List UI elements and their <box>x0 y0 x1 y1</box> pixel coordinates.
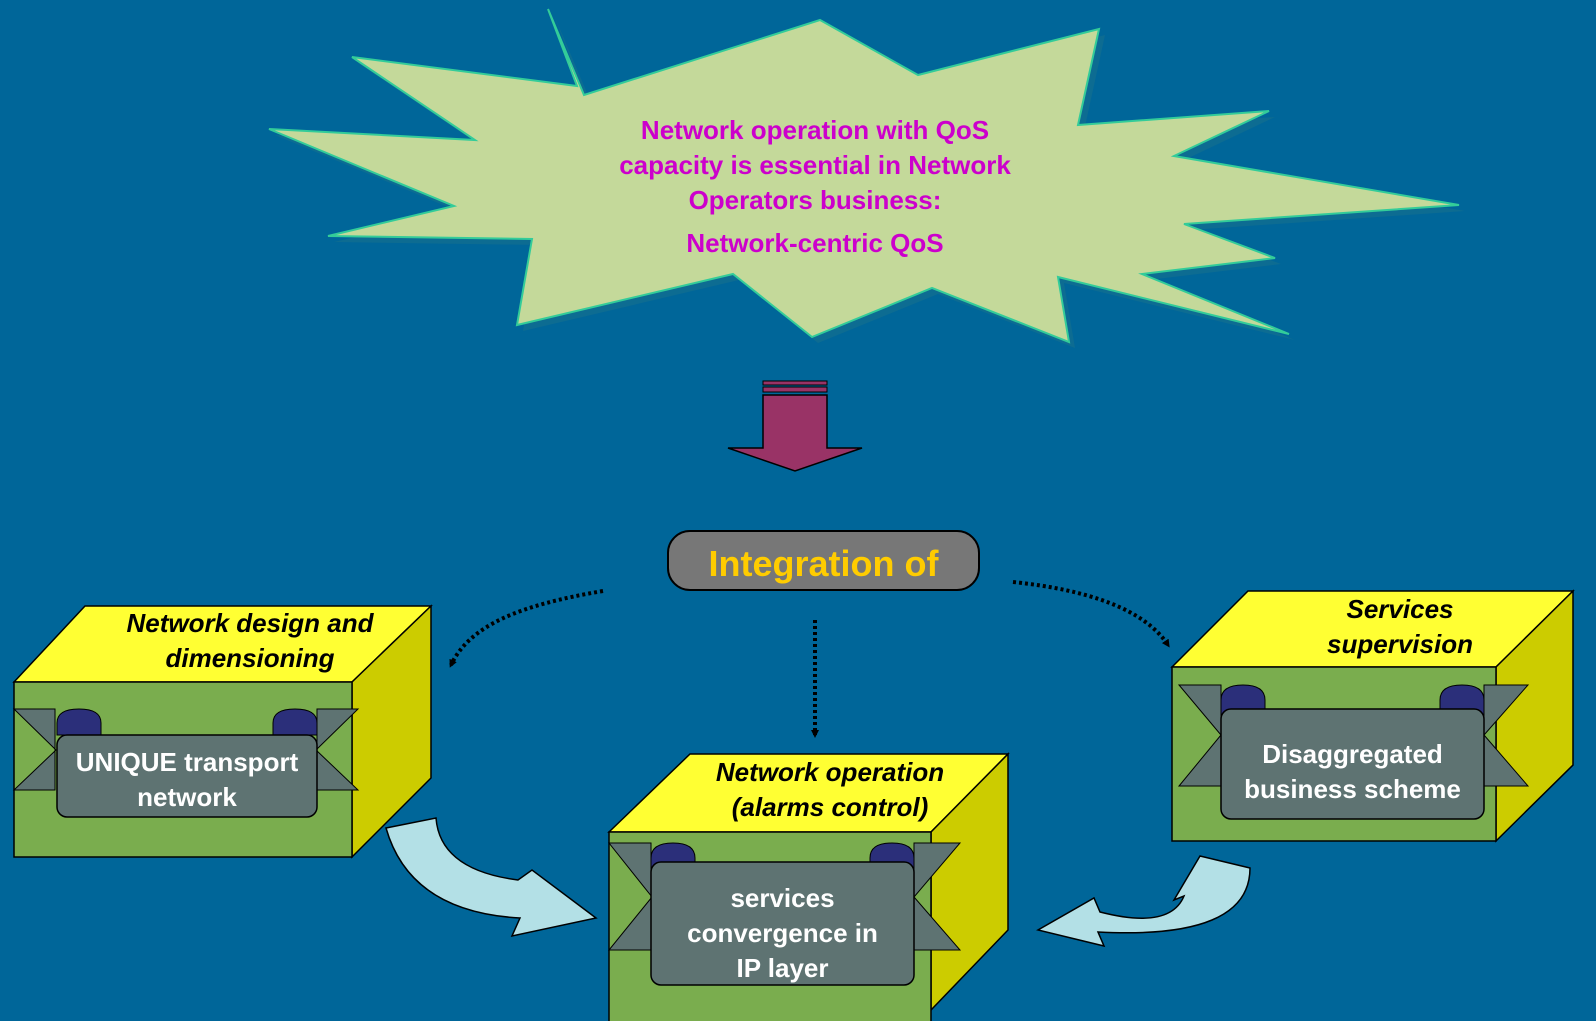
box-supervision <box>1170 589 1575 843</box>
supervision-scroll-line-2: business scheme <box>1244 774 1461 804</box>
design-title-line-2: dimensioning <box>165 643 335 673</box>
design-scroll-line-2: network <box>137 782 237 812</box>
headline-emphasis: Network-centric QoS <box>686 228 944 258</box>
curved-arrow-left <box>385 817 598 938</box>
box-operation <box>607 752 1010 1021</box>
headline-line-3: Operators business: <box>688 185 942 215</box>
headline-line-1: Network operation with QoS <box>640 115 990 145</box>
dotted-arrows <box>449 580 1170 738</box>
supervision-title-line-2: supervision <box>1327 629 1473 659</box>
integration-label: Integration of <box>708 543 939 584</box>
operation-scroll-line-3: IP layer <box>736 953 829 983</box>
box-design <box>12 604 433 859</box>
operation-title-line-2: (alarms control) <box>731 792 929 822</box>
operation-scroll-line-2: convergence in <box>687 918 878 948</box>
design-title-line-1: Network design and <box>126 608 374 638</box>
curved-arrow-right <box>1035 855 1251 948</box>
design-scroll-line-1: UNIQUE transport <box>75 747 299 777</box>
down-arrow <box>727 380 863 472</box>
supervision-title-line-1: Services <box>1346 594 1454 624</box>
operation-scroll-line-1: services <box>730 883 835 913</box>
supervision-scroll-line-1: Disaggregated <box>1262 739 1443 769</box>
headline-line-2: capacity is essential in Network <box>619 150 1011 180</box>
starburst-callout <box>268 8 1465 348</box>
operation-title-line-1: Network operation <box>715 757 945 787</box>
integration-pill <box>667 530 980 591</box>
